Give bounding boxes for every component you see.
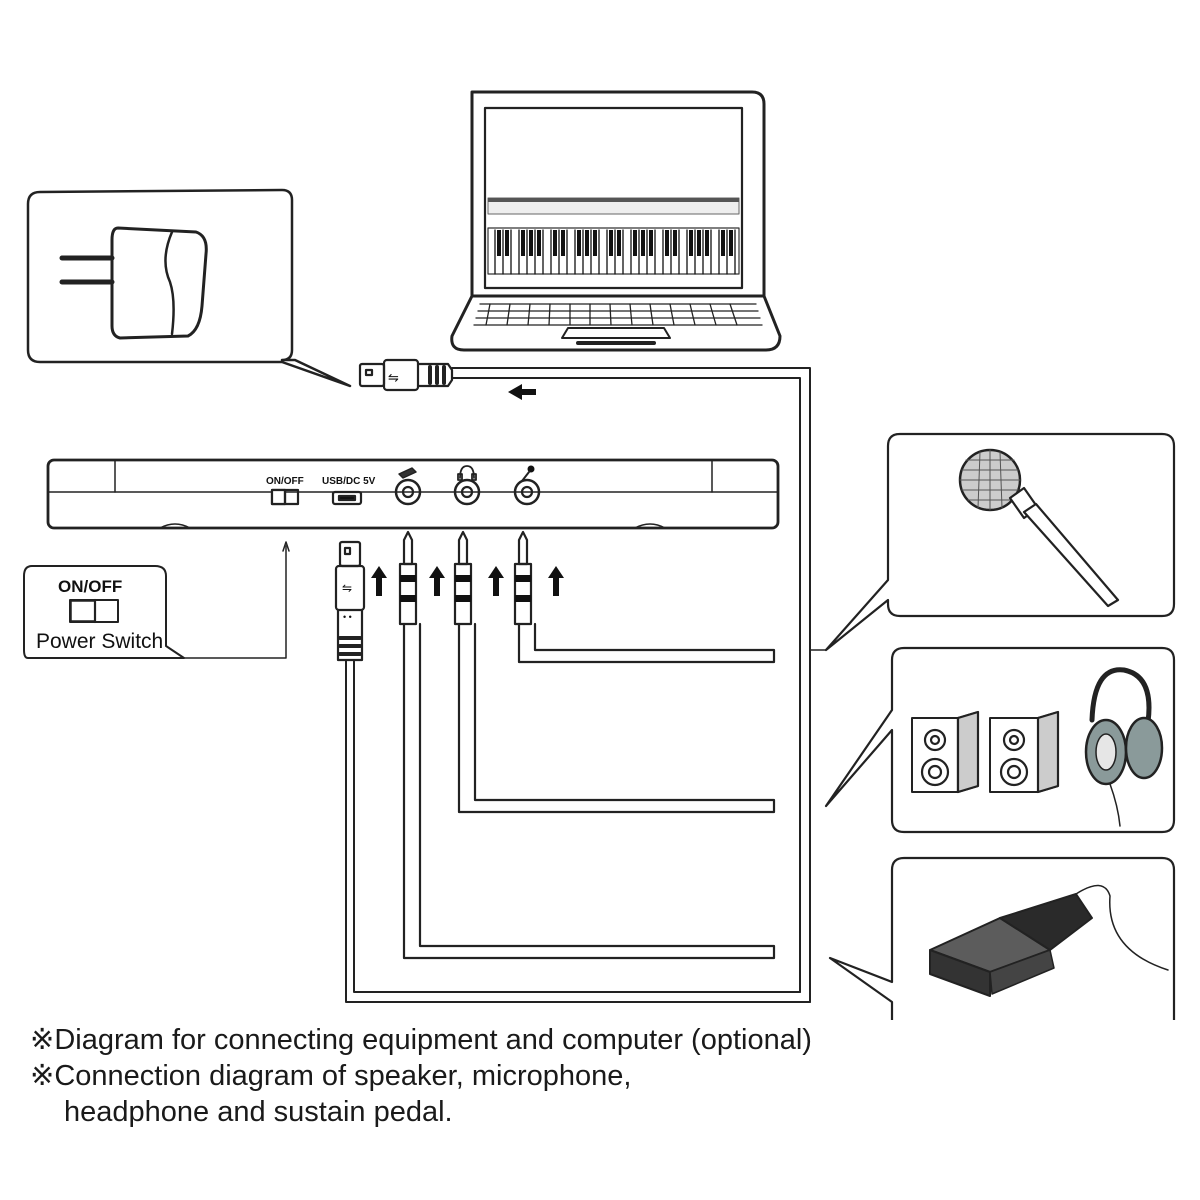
svg-text:• •: • • bbox=[343, 612, 352, 622]
sustain-pedal-icon bbox=[929, 884, 1169, 997]
jack-headphone[interactable] bbox=[453, 478, 481, 506]
note-mark: ※ bbox=[30, 1024, 55, 1056]
svg-text:⇋: ⇋ bbox=[342, 581, 352, 595]
keyboard-keys-screen bbox=[494, 229, 736, 275]
power-switch-on-device[interactable] bbox=[270, 488, 300, 506]
microphone-callout bbox=[824, 432, 1176, 652]
audio-output-callout bbox=[824, 646, 1176, 834]
usb-cable-bottom bbox=[345, 659, 811, 1003]
power-switch-title: ON/OFF bbox=[58, 577, 122, 596]
power-switch-callout bbox=[23, 541, 290, 659]
onoff-label: ON/OFF bbox=[266, 476, 304, 487]
adapter-callout bbox=[26, 188, 352, 388]
mic-port-icon bbox=[521, 465, 535, 482]
microphone-icon bbox=[958, 448, 1120, 608]
usb-plug-computer: ⇋ bbox=[358, 358, 454, 392]
note-text: Connection diagram of speaker, microphon… bbox=[54, 1060, 632, 1092]
speaker-icon bbox=[989, 710, 1060, 794]
usb-dc-port[interactable] bbox=[331, 490, 363, 506]
jack-microphone[interactable] bbox=[513, 478, 541, 506]
usb-dc-label: USB/DC 5V bbox=[322, 476, 376, 487]
svg-text:⇋: ⇋ bbox=[388, 370, 399, 385]
power-switch-caption: Power Switch bbox=[36, 630, 163, 653]
usb-cable-top bbox=[451, 367, 811, 1003]
usb-plug-device: ⇋ • • bbox=[334, 540, 366, 662]
pedal-port-icon bbox=[398, 467, 417, 479]
note-audio: ※Connection diagram of speaker, micropho… bbox=[30, 1058, 1180, 1094]
plug-pedal bbox=[398, 530, 776, 960]
plug-microphone bbox=[513, 530, 776, 664]
headphone-port-icon bbox=[457, 465, 477, 481]
note-computer: ※Diagram for connecting equipment and co… bbox=[30, 1022, 1180, 1058]
arrow-left-icon bbox=[508, 384, 536, 400]
headphone-icon bbox=[1084, 667, 1164, 827]
jack-pedal[interactable] bbox=[394, 478, 422, 506]
notes: ※Diagram for connecting equipment and co… bbox=[30, 1022, 1180, 1130]
laptop-icon bbox=[450, 90, 782, 352]
note-text: headphone and sustain pedal. bbox=[64, 1096, 453, 1128]
note-audio-cont: headphone and sustain pedal. bbox=[30, 1094, 1180, 1130]
power-adapter-icon bbox=[59, 226, 208, 340]
note-text: Diagram for connecting equipment and com… bbox=[54, 1024, 812, 1056]
note-mark: ※ bbox=[30, 1060, 55, 1092]
connection-diagram: ⇋ bbox=[23, 90, 1176, 1020]
speaker-icon bbox=[911, 710, 980, 794]
plug-headphone bbox=[453, 530, 776, 814]
pedal-callout bbox=[828, 856, 1176, 1020]
arrow-up-icons bbox=[371, 566, 564, 596]
